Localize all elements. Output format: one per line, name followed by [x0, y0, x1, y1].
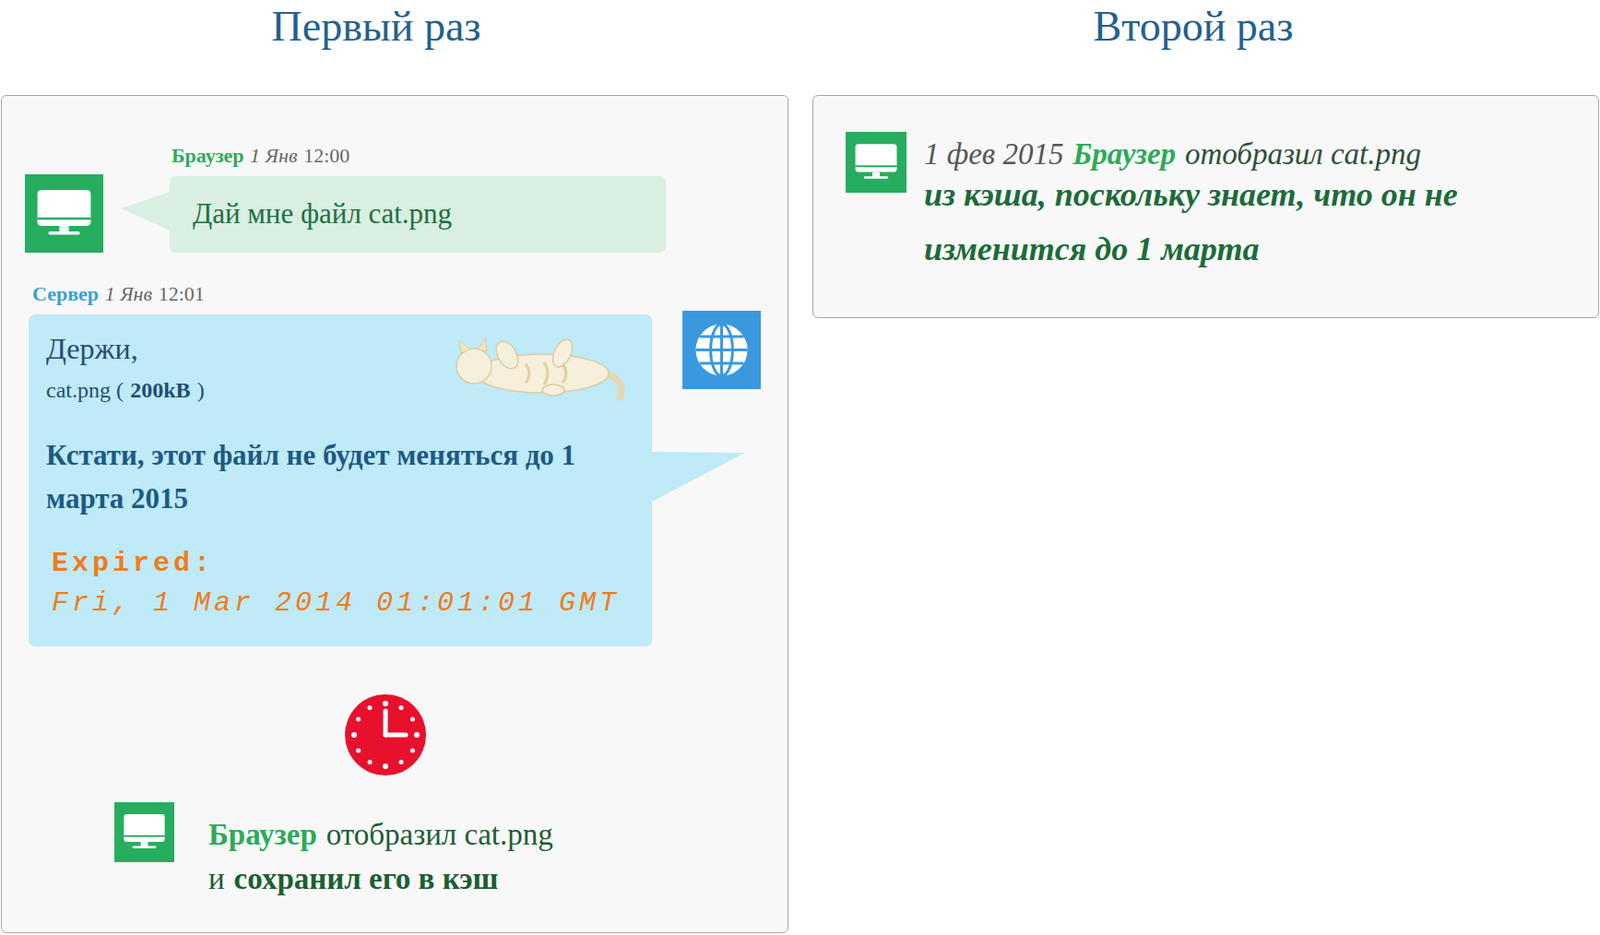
panel-heading: Второй раз	[813, 3, 1574, 60]
message-body: Держи,	[46, 330, 139, 373]
header-name: Expired:	[51, 546, 214, 583]
request-bubble: Браузер1 Янв12:00Дай мне файл cat.png	[169, 176, 666, 253]
browser-icon	[24, 174, 104, 253]
text-run: Браузер	[171, 143, 245, 167]
result-line: 1 фев 2015Браузер отобразил cat.png	[924, 133, 1422, 180]
text-run: Первый раз	[272, 2, 482, 50]
text-run: Браузер	[208, 817, 318, 852]
message-header: Сервер1 Янв12:01	[32, 282, 205, 309]
panel-heading: Первый раз	[1, 3, 751, 60]
browser-icon	[845, 131, 907, 193]
cat-illustration	[456, 336, 622, 398]
text-run: отобразил cat.png	[326, 817, 554, 852]
result-note: из кэша, поскольку знает, что он не изме…	[924, 170, 1533, 280]
scenario-panel: Второй раз1 фев 2015Браузеротобразил cat…	[812, 94, 1600, 319]
browser-icon	[114, 802, 175, 863]
text-run: Держи,	[46, 331, 139, 366]
text-run: из кэша, поскольку знает, что он не изме…	[924, 176, 1458, 268]
file-line: cat.png (200kB)	[46, 375, 205, 408]
text-run: Expired:	[51, 547, 214, 580]
text-run: Fri, 1 Mar 2014 01:01:01 GMT	[51, 587, 620, 619]
text-run: )	[197, 378, 205, 403]
text-run: Дай мне файл cat.png	[192, 197, 452, 230]
text-run: Сервер	[32, 282, 99, 306]
text-run: 1 Янв	[105, 282, 153, 306]
text-run: cat.png (	[46, 378, 124, 403]
bubble-tail	[120, 191, 170, 231]
text-run: 12:00	[303, 143, 350, 167]
result-line: Браузеротобразил cat.png	[208, 813, 554, 862]
text-run: 1 Янв	[249, 143, 297, 167]
text-run: Второй раз	[1093, 2, 1294, 50]
text-run: и	[208, 862, 226, 896]
text-run: 200kB	[130, 378, 190, 403]
cache-note: Кстати, этот файл не будет меняться до 1…	[46, 436, 614, 523]
header-value: Fri, 1 Mar 2014 01:01:01 GMT	[51, 586, 620, 623]
text-run: 1 фев 2015	[924, 137, 1064, 171]
message-header: Браузер1 Янв12:00	[171, 143, 350, 170]
text-run: отобразил cat.png	[1185, 137, 1422, 171]
server-icon	[682, 310, 761, 390]
text-run: сохранил его в кэш	[234, 862, 499, 896]
text-run: Кстати, этот файл не будет меняться до 1…	[46, 438, 576, 515]
message-body: Дай мне файл cat.png	[192, 195, 452, 238]
bubble-tail	[650, 451, 746, 503]
result-line: исохранил его в кэш	[208, 857, 498, 906]
clock-icon	[344, 694, 427, 776]
text-run: 12:01	[158, 282, 205, 306]
text-run: Браузер	[1072, 137, 1176, 171]
